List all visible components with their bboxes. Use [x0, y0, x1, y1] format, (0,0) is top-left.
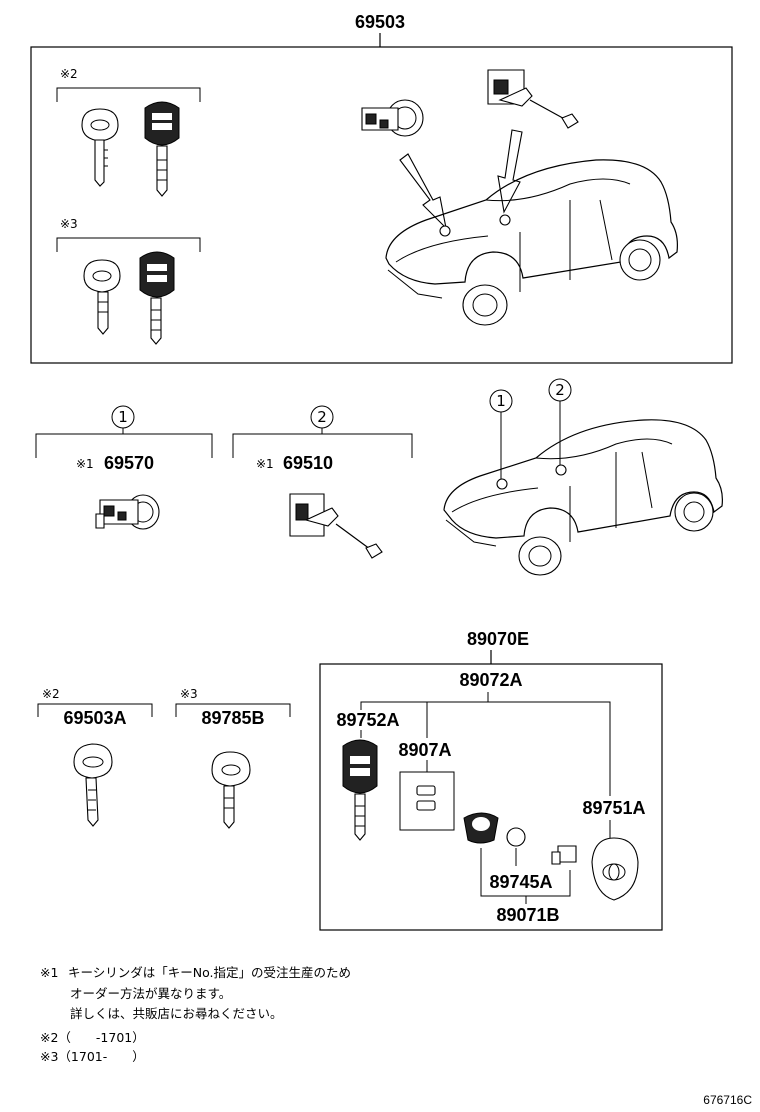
door-lock-cylinder-icon[interactable] [95, 494, 160, 530]
cylinder-1-bracket [35, 428, 213, 458]
key-2-mark: ※3 [180, 687, 198, 701]
sub-assembly-part-number[interactable]: 89071B [496, 905, 559, 925]
cylinder-2-mark: ※1 [256, 457, 274, 471]
arrow-icon [497, 129, 523, 214]
key-1-mark: ※2 [42, 687, 60, 701]
car-illustration [385, 159, 678, 326]
cylinder-2-index: 2 [317, 408, 327, 426]
variant-3-mark: ※3 [60, 217, 78, 231]
cylinder-1-mark: ※1 [76, 457, 94, 471]
car-illustration: 1 2 [443, 378, 723, 576]
mechanical-key-icon[interactable] [73, 743, 113, 827]
remote-group-part-number[interactable]: 89070E [467, 629, 529, 649]
car-marker-1: 1 [496, 392, 506, 410]
battery-part-number[interactable]: 89745A [489, 872, 552, 892]
mechanical-key-icon[interactable] [83, 259, 121, 335]
key-1-part-number[interactable]: 69503A [63, 708, 126, 728]
cylinder-1-group: 1 ※1 69570 [35, 405, 213, 530]
button-pad-icon[interactable] [416, 785, 436, 811]
cylinder-1-index: 1 [118, 408, 128, 426]
variant-2-bracket [56, 87, 201, 102]
note-2: ※2（ -1701） [40, 1030, 145, 1045]
key-89785b-group: ※3 89785B [175, 687, 291, 829]
variant-3-bracket [56, 237, 201, 252]
key-2-bracket [175, 703, 291, 717]
cylinder-2-bracket [232, 428, 413, 458]
remote-key-icon[interactable] [139, 251, 175, 345]
remote-sub-part-number[interactable]: 89072A [459, 670, 522, 690]
hood-lock-icon[interactable] [289, 493, 383, 559]
figure-code: 676716C [703, 1093, 752, 1107]
cylinder-1-part-number[interactable]: 69570 [104, 453, 154, 473]
insert-part-number[interactable]: 8907A [398, 740, 451, 760]
note-1-line-3: 詳しくは、共販店にお尋ねください。 [70, 1006, 283, 1021]
top-group: 69503 ※2 ※3 [30, 12, 733, 364]
variant-2-mark: ※2 [60, 67, 78, 81]
note-1-mark: ※1 [40, 965, 58, 980]
insert-box [399, 771, 455, 831]
door-lock-cylinder-icon[interactable] [361, 99, 424, 137]
arrow-icon [399, 153, 447, 230]
key-2-part-number[interactable]: 89785B [201, 708, 264, 728]
remote-key-part-number[interactable]: 89752A [336, 710, 399, 730]
remote-key-icon[interactable] [144, 101, 180, 197]
cylinder-2-group: 2 ※1 69510 [232, 405, 413, 559]
cylinder-2-part-number[interactable]: 69510 [283, 453, 333, 473]
transmitter-case-icon[interactable] [591, 837, 639, 901]
mechanical-key-icon[interactable] [211, 751, 251, 829]
key-1-bracket [37, 703, 153, 717]
note-3: ※3（1701- ） [40, 1049, 145, 1064]
mechanical-key-icon[interactable] [81, 108, 119, 187]
clip-icon[interactable] [551, 845, 577, 865]
remote-group-frame [319, 663, 663, 931]
battery-tree-lines [480, 848, 571, 904]
battery-icon[interactable] [506, 827, 526, 847]
transmitter-case-part-number[interactable]: 89751A [582, 798, 645, 818]
note-1-line-2: オーダー方法が異なります。 [70, 986, 231, 1001]
key-69503a-group: ※2 69503A [37, 687, 153, 827]
note-1-line-1: キーシリンダは「キーNo.指定」の受注生産のため [68, 965, 351, 980]
hood-lock-icon[interactable] [487, 69, 579, 129]
top-group-frame [30, 46, 733, 364]
transmitter-housing-icon[interactable] [463, 812, 499, 844]
notes: ※1 キーシリンダは「キーNo.指定」の受注生産のため オーダー方法が異なります… [40, 965, 351, 1064]
remote-group: 89070E 89072A 89752A 8907A 89751A [319, 629, 663, 931]
top-group-part-number[interactable]: 69503 [355, 12, 405, 32]
remote-tree-lines [360, 692, 611, 796]
car-marker-2: 2 [555, 381, 565, 399]
remote-key-icon[interactable] [342, 739, 378, 841]
